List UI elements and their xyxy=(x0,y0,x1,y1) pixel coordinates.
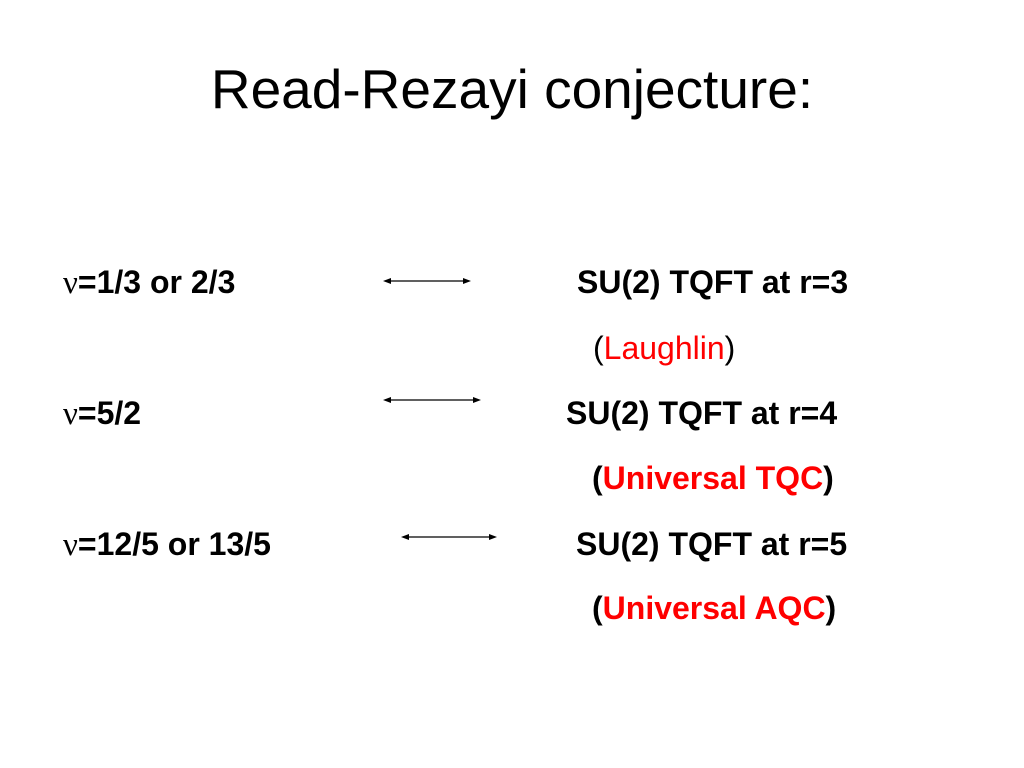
double-arrow-icon xyxy=(383,278,471,284)
nu-symbol: ν xyxy=(63,527,78,563)
row-1-right: SU(2) TQFT at r=3 xyxy=(577,264,849,300)
note-open-paren: ( xyxy=(592,590,603,626)
note-close-paren: ) xyxy=(724,330,736,366)
double-arrow-icon xyxy=(383,397,481,403)
row-1-left: ν=1/3 or 2/3 xyxy=(63,266,235,300)
row-3-left: ν=12/5 or 13/5 xyxy=(63,528,271,562)
nu-symbol: ν xyxy=(63,396,78,432)
row-1-note-text: Laughlin xyxy=(603,330,725,366)
note-close-paren: ) xyxy=(825,590,837,626)
row-3-note-text: Universal AQC xyxy=(602,590,826,626)
row-3-note: (Universal AQC) xyxy=(592,592,836,624)
double-arrow-icon xyxy=(401,534,497,540)
row-3-right: SU(2) TQFT at r=5 xyxy=(576,526,848,562)
note-close-paren: ) xyxy=(823,460,834,496)
row-2-note: (Universal TQC) xyxy=(592,462,834,494)
row-2-note-text: Universal TQC xyxy=(602,460,824,496)
note-open-paren: ( xyxy=(592,460,603,496)
nu-symbol: ν xyxy=(63,265,78,301)
row-2-left: ν=5/2 xyxy=(63,397,141,431)
row-2-left-value: =5/2 xyxy=(77,395,142,431)
row-2-right: SU(2) TQFT at r=4 xyxy=(566,395,838,431)
slide-title: Read-Rezayi conjecture: xyxy=(210,58,814,120)
row-3-left-value: =12/5 or 13/5 xyxy=(77,526,271,562)
row-1-note: (Laughlin) xyxy=(593,332,735,364)
row-1-left-value: =1/3 or 2/3 xyxy=(77,264,236,300)
note-open-paren: ( xyxy=(593,330,604,366)
